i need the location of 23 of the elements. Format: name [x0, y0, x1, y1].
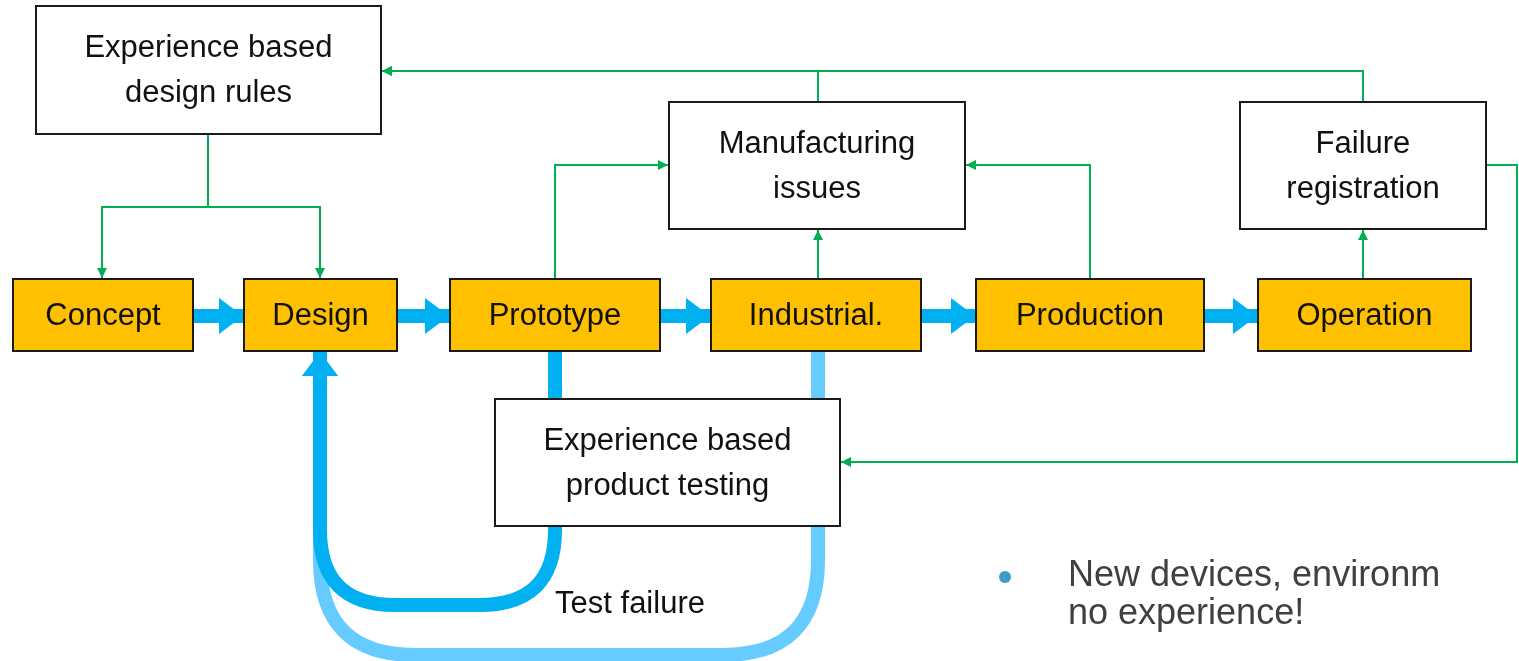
thick-arrow: [398, 298, 449, 334]
stage-box: Operation: [1257, 278, 1472, 352]
stage-box: Production: [975, 278, 1205, 352]
process-box: Experience based product testing: [494, 398, 841, 527]
arrow: [554, 160, 669, 279]
thick-arrow: [661, 298, 710, 334]
stage-box: Concept: [12, 278, 194, 352]
thick-arrow: [1205, 298, 1257, 334]
thick-arrow: [922, 298, 975, 334]
arrow: [840, 164, 1518, 467]
process-box: Failure registration: [1239, 101, 1487, 230]
arrow: [965, 160, 1091, 279]
stage-box: Industrial.: [710, 278, 922, 352]
arrow: [381, 66, 1364, 102]
stage-box: Design: [243, 278, 398, 352]
arrow: [813, 229, 823, 279]
thick-arrow: [194, 298, 243, 334]
process-box: Experience based design rules: [35, 5, 382, 135]
stage-box: Prototype: [449, 278, 661, 352]
bullet-text: New devices, environm no experience!: [1068, 555, 1442, 631]
process-box: Manufacturing issues: [668, 101, 966, 230]
arrow: [1358, 229, 1368, 279]
arrow: [207, 134, 325, 279]
